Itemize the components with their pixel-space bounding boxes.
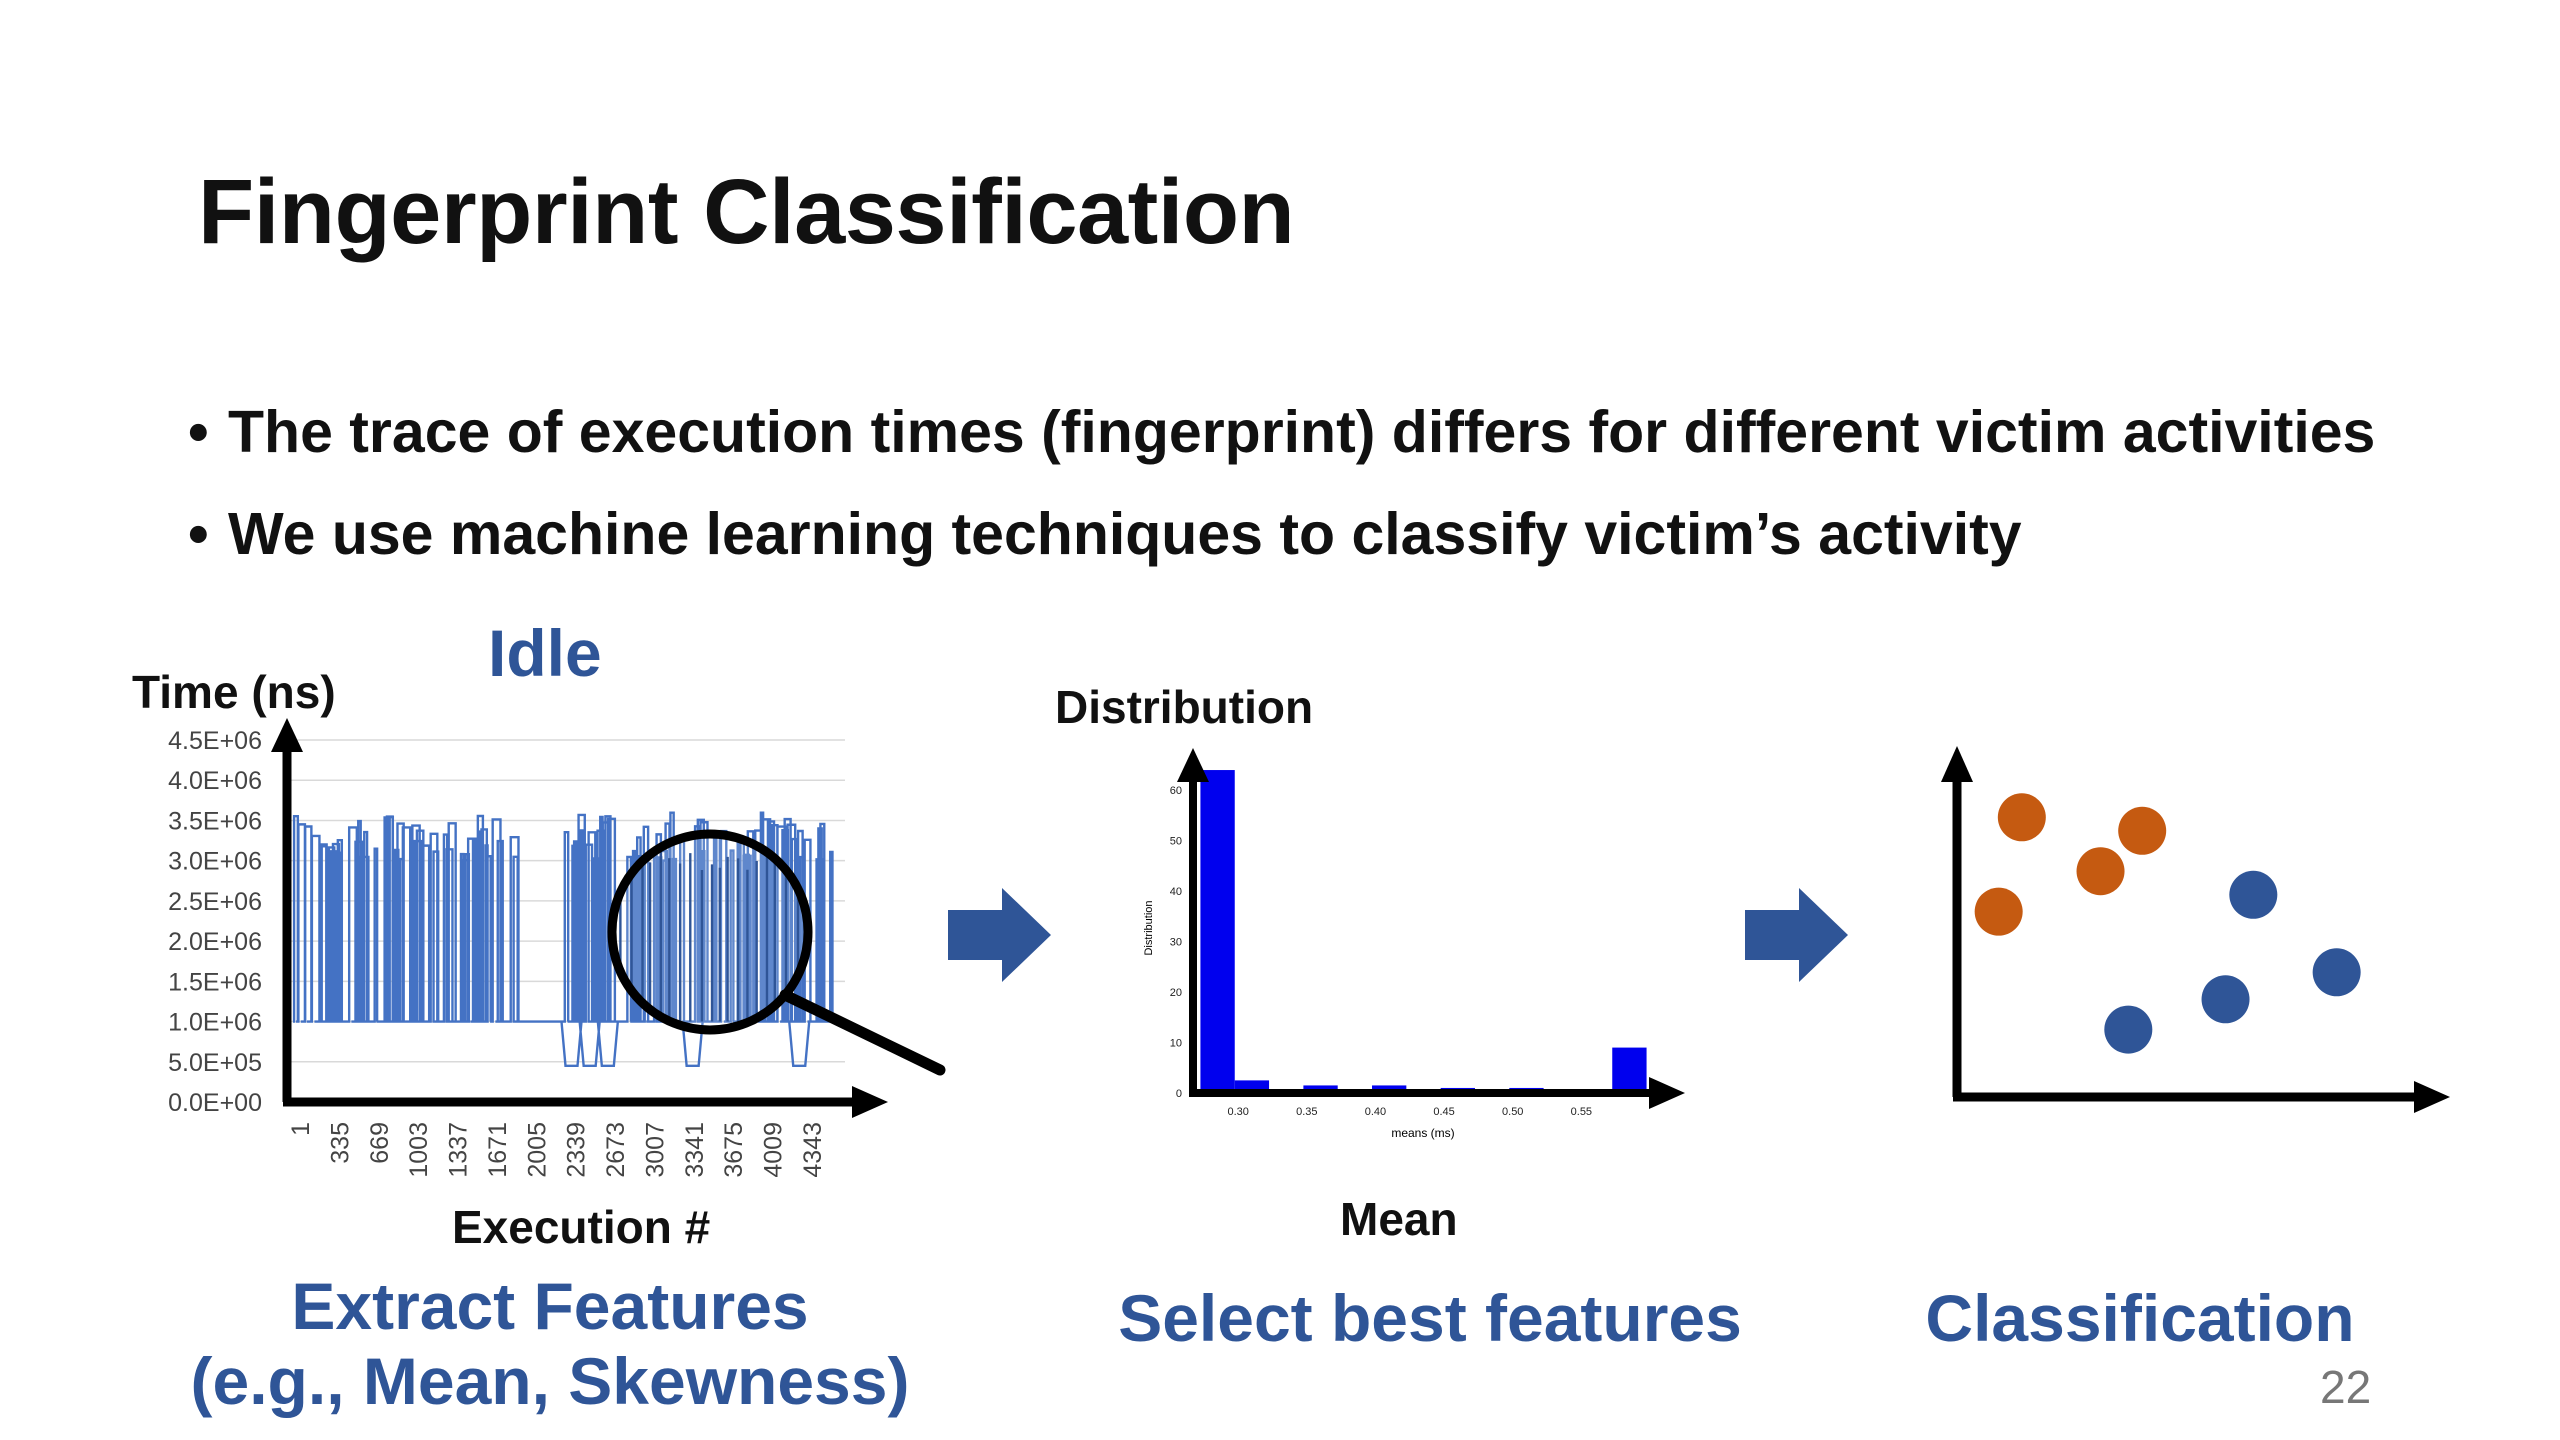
right-arrow-icon: [948, 888, 1051, 982]
trace-x-tick-label: 2005: [523, 1122, 551, 1178]
feature-distribution-histogram: 0 10 20 30 40 50 60 0.30 0.35 0.40 0.45 0.50 0.55 D…: [1143, 748, 1685, 1140]
trace-y-tick-label: 2.5E+06: [168, 888, 262, 916]
magnifying-glass-icon: [607, 829, 946, 1076]
histogram-x-tick-labels: 0.30 0.35 0.40 0.45 0.50 0.55: [1227, 1106, 1592, 1118]
trace-x-axis-arrowhead: [852, 1086, 888, 1118]
trace-y-tick-label: 4.5E+06: [168, 727, 262, 755]
trace-x-tick-label: 2673: [602, 1122, 630, 1178]
histogram-y-axis-arrowhead: [1177, 748, 1209, 782]
histogram-x-tick-label: 0.45: [1433, 1106, 1454, 1118]
trace-x-axis-title: Execution #: [452, 1201, 711, 1253]
histogram-y-tick-label: 40: [1170, 886, 1182, 898]
right-arrow-icon: [1745, 888, 1848, 982]
bullet-marker: •: [188, 399, 209, 465]
histogram-y-tick-label: 10: [1170, 1038, 1182, 1050]
histogram-y-axis-title: Distribution: [1055, 681, 1314, 733]
trace-x-tick-label: 1337: [445, 1122, 473, 1178]
trace-x-tick-label: 2339: [563, 1122, 591, 1178]
slide-title: Fingerprint Classification: [198, 161, 1295, 263]
trace-x-tick-label: 3007: [641, 1122, 669, 1178]
trace-x-tick-label: 1671: [484, 1122, 512, 1178]
histogram-small-x-label: means (ms): [1391, 1126, 1454, 1140]
extract-features-example: (e.g., Mean, Skewness): [190, 1344, 910, 1418]
scatter-points: [1974, 793, 2361, 1054]
trace-y-axis-title: Time (ns): [132, 666, 336, 718]
trace-y-tick-label: 4.0E+06: [168, 767, 262, 795]
trace-gridlines: [287, 739, 845, 1063]
trace-x-tick-labels: 1 335 669 1003 1337 1671 2005 2339 2673 3007 3341 3…: [287, 1122, 827, 1178]
trace-y-tick-label: 1.0E+06: [168, 1009, 262, 1037]
trace-x-tick-label: 669: [366, 1122, 394, 1164]
trace-x-tick-label: 335: [326, 1122, 354, 1164]
histogram-y-tick-label: 20: [1170, 987, 1182, 999]
idle-label: Idle: [488, 616, 602, 690]
scatter-point: [2229, 870, 2278, 919]
trace-line-series: [292, 811, 834, 1067]
bullet-text: The trace of execution times (fingerprin…: [228, 399, 2376, 465]
histogram-x-tick-label: 0.40: [1365, 1106, 1386, 1118]
trace-y-tick-label: 5.0E+05: [168, 1049, 262, 1077]
histogram-bar: [1200, 770, 1235, 1093]
trace-x-tick-label: 4009: [760, 1122, 788, 1178]
trace-y-tick-label: 2.0E+06: [168, 928, 262, 956]
histogram-y-tick-labels: 0 10 20 30 40 50 60: [1170, 785, 1182, 1100]
trace-y-axis-arrowhead: [271, 718, 303, 752]
bullet-item: • We use machine learning techniques to c…: [188, 500, 2022, 568]
page-number: 22: [2320, 1361, 2372, 1413]
scatter-point: [2076, 847, 2125, 896]
trace-y-tick-label: 0.0E+00: [168, 1089, 262, 1117]
scatter-point: [2201, 975, 2250, 1024]
trace-x-tick-label: 3675: [720, 1122, 748, 1178]
histogram-x-tick-label: 0.35: [1296, 1106, 1317, 1118]
scatter-x-axis-arrowhead: [2414, 1081, 2450, 1113]
trace-y-tick-label: 3.5E+06: [168, 807, 262, 835]
histogram-x-axis-arrowhead: [1649, 1077, 1685, 1109]
scatter-y-axis-arrowhead: [1941, 746, 1973, 782]
histogram-y-tick-label: 0: [1176, 1088, 1182, 1100]
bullet-text: We use machine learning techniques to cl…: [228, 501, 2022, 567]
extract-features-caption: Extract Features: [291, 1269, 809, 1343]
trace-y-tick-labels: 0.0E+00 5.0E+05 1.0E+06 1.5E+06 2.0E+06 2.5E+…: [168, 727, 262, 1117]
classification-caption: Classification: [1925, 1281, 2355, 1355]
select-features-caption: Select best features: [1118, 1281, 1742, 1355]
histogram-y-tick-label: 50: [1170, 836, 1182, 848]
histogram-x-tick-label: 0.30: [1227, 1106, 1248, 1118]
histogram-y-tick-label: 30: [1170, 937, 1182, 949]
trace-y-tick-label: 1.5E+06: [168, 968, 262, 996]
histogram-bar: [1612, 1047, 1647, 1093]
histogram-x-tick-label: 0.55: [1571, 1106, 1592, 1118]
histogram-x-axis-title: Mean: [1340, 1193, 1458, 1245]
trace-x-tick-label: 1: [287, 1122, 315, 1136]
trace-y-tick-label: 3.0E+06: [168, 848, 262, 876]
histogram-bars: [1200, 770, 1647, 1093]
histogram-small-y-label: Distribution: [1143, 900, 1155, 955]
trace-x-tick-label: 3341: [681, 1122, 709, 1178]
execution-time-trace-chart: 0.0E+00 5.0E+05 1.0E+06 1.5E+06 2.0E+06 2.5E+…: [168, 718, 946, 1178]
trace-x-tick-label: 4343: [799, 1122, 827, 1178]
scatter-point: [1974, 887, 2023, 936]
histogram-x-tick-label: 0.50: [1502, 1106, 1523, 1118]
scatter-point: [2118, 806, 2167, 855]
scatter-point: [2104, 1005, 2153, 1054]
trace-x-tick-label: 1003: [405, 1122, 433, 1178]
bullet-marker: •: [188, 501, 209, 567]
scatter-point: [2312, 948, 2361, 997]
classification-scatter-plot: [1941, 746, 2450, 1113]
scatter-point: [1997, 793, 2046, 842]
bullet-item: • The trace of execution times (fingerpri…: [188, 398, 2375, 466]
histogram-y-tick-label: 60: [1170, 785, 1182, 797]
